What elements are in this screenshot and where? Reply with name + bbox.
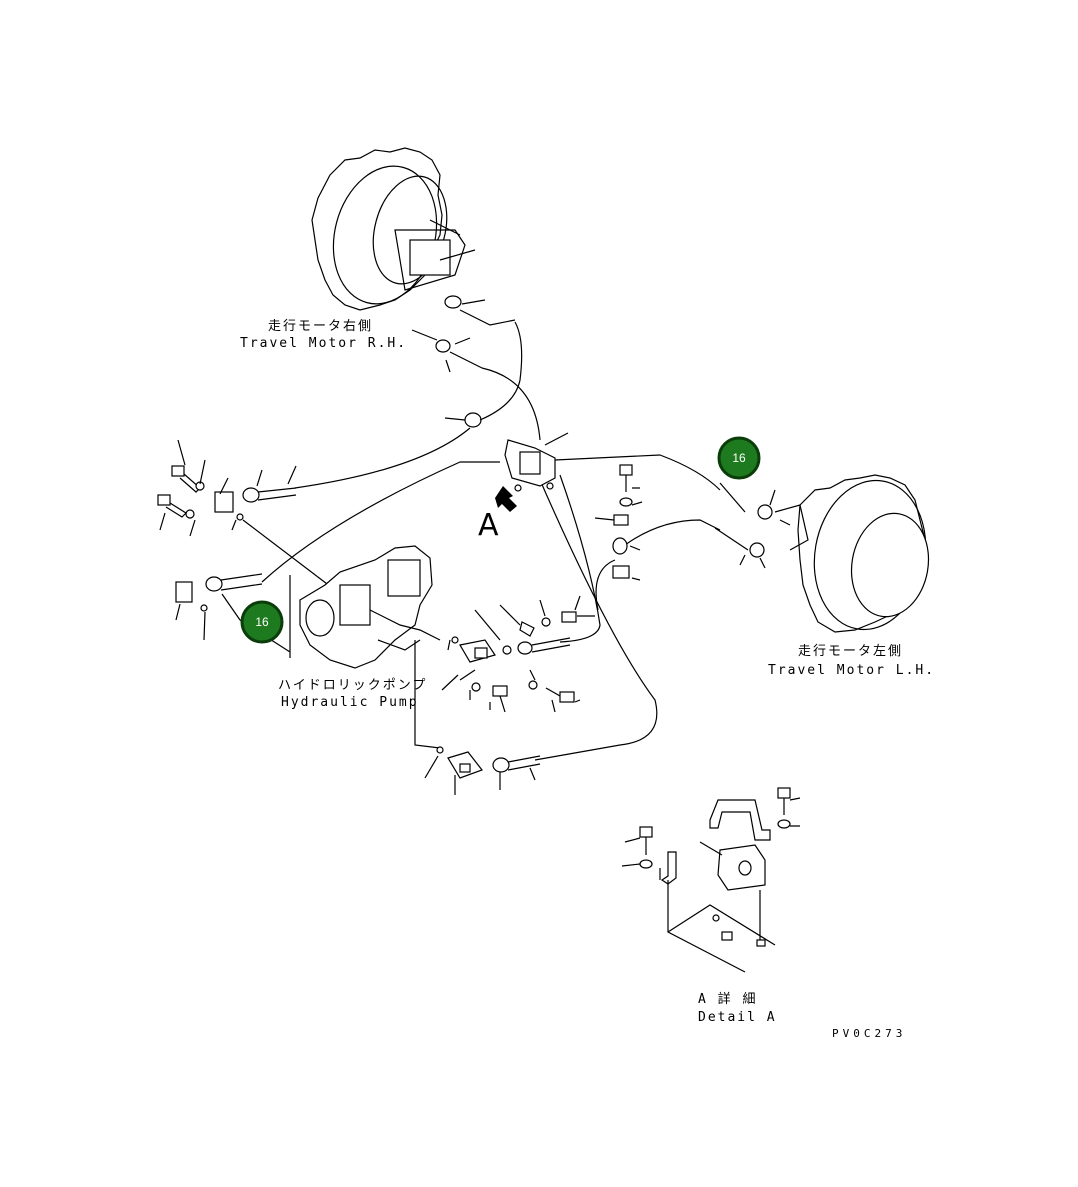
left-bolts-group — [157, 439, 336, 591]
detail-a-label-en: Detail A — [698, 1010, 777, 1025]
travel-motor-rh — [311, 147, 476, 311]
travel-motor-lh-label-en: Travel Motor L.H. — [768, 663, 935, 678]
callout-badge-number: 16 — [732, 451, 746, 465]
detail-a-label-jp: A 詳 細 — [698, 991, 757, 1007]
travel-motor-lh — [714, 474, 930, 633]
travel-motor-rh-label-en: Travel Motor R.H. — [240, 336, 407, 351]
center-clamp-bracket — [504, 432, 569, 492]
travel-motor-lh-label-jp: 走行モータ左側 — [798, 644, 903, 659]
rh-hose-fittings — [411, 295, 516, 428]
drawing-code: PV0C273 — [832, 1027, 906, 1040]
detail-a — [621, 787, 801, 973]
view-letter-a: A — [478, 508, 499, 543]
hydraulic-pump — [299, 545, 441, 669]
view-arrow-a — [495, 486, 517, 512]
travel-motor-rh-label-jp: 走行モータ右側 — [268, 319, 373, 334]
hydraulic-lines — [261, 321, 721, 761]
hydraulic-pump-label-en: Hydraulic Pump — [281, 695, 419, 710]
callout-badge-number: 16 — [255, 615, 269, 629]
callout-badge[interactable]: 16 — [240, 600, 284, 644]
hydraulic-pump-label-jp: ハイドロリックポンプ — [278, 678, 427, 693]
pump-fittings-middle — [441, 595, 595, 713]
pump-fittings-left — [175, 573, 291, 658]
callout-badge[interactable]: 16 — [717, 436, 761, 480]
pump-fittings-bottom — [424, 746, 541, 795]
rh-small-parts — [594, 464, 643, 581]
